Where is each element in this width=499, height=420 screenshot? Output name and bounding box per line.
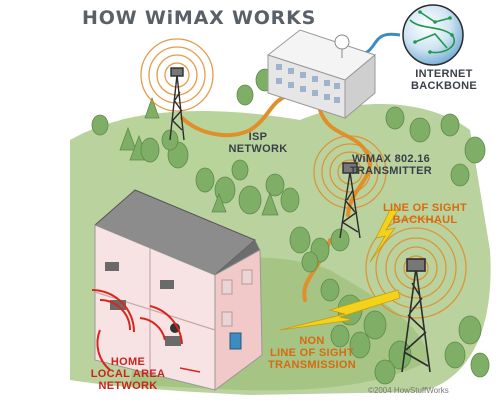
nlos-label-line1: NON bbox=[299, 335, 325, 347]
wimax-transmitter-label: WiMAX 802.16 TRANSMITTER bbox=[336, 153, 446, 177]
wimax-transmitter-tower bbox=[339, 162, 361, 239]
diagram-title: HOW WiMAX WORKS bbox=[82, 7, 317, 29]
home-lan-label: HOME LOCAL AREA NETWORK bbox=[76, 356, 180, 392]
trees bbox=[91, 68, 490, 385]
non-line-of-sight-label: NON LINE OF SIGHT TRANSMISSION bbox=[262, 335, 362, 371]
backhaul-tower bbox=[401, 258, 431, 373]
isp-building bbox=[266, 29, 377, 120]
wimax-label-line1: WiMAX 802.16 bbox=[351, 153, 431, 165]
isp-tower bbox=[169, 67, 185, 141]
copyright-notice: ©2004 HowStuffWorks bbox=[368, 386, 449, 395]
line-of-sight-backhaul-label: LINE OF SIGHT BACKHAUL bbox=[380, 202, 470, 226]
nlos-label-line3: TRANSMISSION bbox=[268, 359, 356, 371]
signal-waves bbox=[140, 38, 467, 319]
home-label-line1: HOME bbox=[110, 356, 146, 368]
home-label-line2: LOCAL AREA bbox=[90, 368, 166, 380]
isp-label-line1: ISP bbox=[248, 131, 268, 143]
home-house bbox=[94, 189, 263, 391]
internet-label-line1: INTERNET bbox=[415, 68, 473, 80]
los-label-line2: BACKHAUL bbox=[392, 214, 458, 226]
internet-label-line2: BACKBONE bbox=[411, 80, 477, 92]
isp-network-label: ISP NETWORK bbox=[220, 131, 296, 155]
home-wifi-arcs bbox=[91, 289, 183, 371]
wimax-label-line2: TRANSMITTER bbox=[349, 165, 433, 177]
los-label-line1: LINE OF SIGHT bbox=[383, 202, 467, 214]
internet-backbone-label: INTERNET BACKBONE bbox=[394, 68, 494, 92]
internet-globe bbox=[402, 4, 464, 66]
isp-label-line2: NETWORK bbox=[228, 143, 288, 155]
home-label-leader bbox=[179, 367, 201, 373]
home-label-line3: NETWORK bbox=[98, 380, 158, 392]
nlos-label-line2: LINE OF SIGHT bbox=[270, 347, 354, 359]
lightning-bolts bbox=[279, 209, 401, 331]
